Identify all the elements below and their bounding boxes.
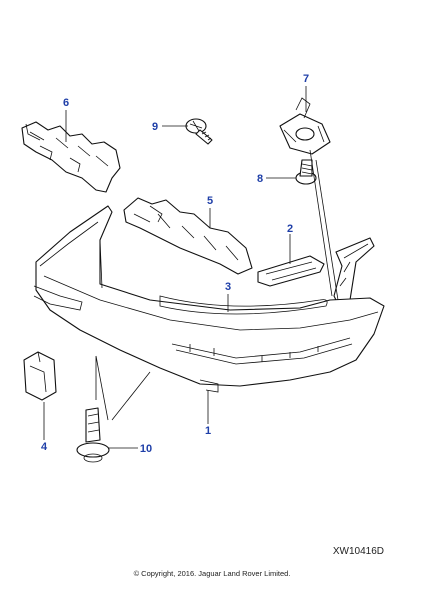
leader-lines	[43, 86, 339, 449]
callout-2: 2	[287, 223, 293, 235]
callout-labels: 6 9 7 8 5 2 3 1 4 10	[41, 73, 309, 455]
part-2-strip	[257, 255, 325, 287]
reference-code: XW10416D	[333, 546, 384, 557]
callout-3: 3	[225, 281, 231, 293]
part-5-center-bracket	[123, 197, 253, 275]
callout-8: 8	[257, 173, 263, 185]
callout-6: 6	[63, 97, 69, 109]
part-4-clip	[23, 351, 57, 401]
part-9-screw	[185, 118, 213, 145]
right-side-bracket	[333, 237, 375, 309]
part-10-push-rivet	[76, 407, 110, 463]
part-8-bolt	[295, 159, 317, 185]
callout-5: 5	[207, 195, 213, 207]
callout-4: 4	[41, 441, 48, 453]
callout-10: 10	[140, 443, 152, 455]
callout-1: 1	[205, 425, 211, 437]
callout-9: 9	[152, 121, 158, 133]
part-6-left-bracket	[21, 121, 121, 193]
copyright-notice: © Copyright, 2016. Jaguar Land Rover Lim…	[134, 569, 291, 578]
callout-7: 7	[303, 73, 309, 85]
part-1-bumper-cover	[33, 205, 385, 393]
part-7-clip-nut	[279, 97, 331, 155]
